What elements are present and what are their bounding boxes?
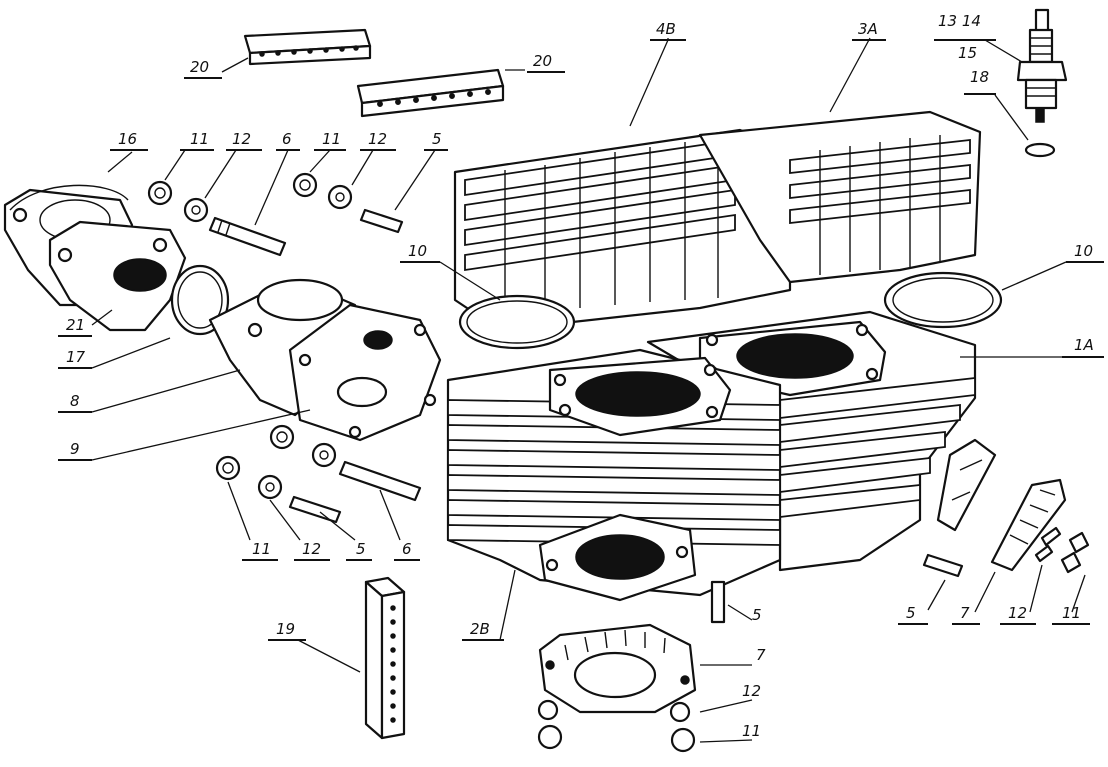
callout-12-b: 12 [368, 130, 387, 148]
leader-lines [91, 37, 1086, 743]
callout-11-e: 11 [1062, 604, 1081, 622]
terminal-block-20-right [356, 68, 505, 118]
callout-5-b: 5 [356, 540, 366, 558]
nut-11-a [147, 180, 173, 206]
nut-11-c [215, 455, 241, 481]
callout-3A: 3A [858, 20, 878, 38]
nut-11-extra [269, 424, 295, 450]
callout-8: 8 [70, 392, 80, 410]
washer-12-b [327, 184, 353, 210]
washer-12-a [183, 197, 209, 223]
callout-20-left: 20 [190, 58, 209, 76]
head-gasket-10-left-inner [466, 300, 568, 344]
callout-13-14: 13 14 [938, 12, 981, 30]
callout-19: 19 [276, 620, 295, 638]
callout-11-c: 11 [252, 540, 271, 558]
callout-15: 15 [958, 44, 977, 62]
callout-12-c: 12 [302, 540, 321, 558]
stud-5-b [288, 495, 342, 524]
spark-plug-washer [1024, 142, 1056, 158]
nut-11-b [292, 172, 318, 198]
callout-12-e: 12 [1008, 604, 1027, 622]
callout-12-d: 12 [742, 682, 761, 700]
callout-12-a: 12 [232, 130, 251, 148]
callout-9: 9 [70, 440, 80, 458]
head-gasket-10-left [458, 294, 576, 350]
callout-17: 17 [66, 348, 86, 366]
washer-12-c [257, 474, 283, 500]
callout-1A: 1A [1074, 336, 1094, 354]
washer-12-extra [311, 442, 337, 468]
callout-5-a: 5 [432, 130, 442, 148]
cylinder-head-3A [698, 110, 982, 284]
intake-gasket-16 [9, 184, 129, 211]
exhaust-flange-7-right [990, 478, 1067, 572]
callout-10-left: 10 [408, 242, 427, 260]
callout-4B: 4B [656, 20, 676, 38]
head-gasket-10-right-inner [892, 277, 994, 323]
callout-6-a: 6 [282, 130, 292, 148]
callout-10-right: 10 [1074, 242, 1093, 260]
callout-6-b: 6 [402, 540, 412, 558]
callout-11-a: 11 [190, 130, 209, 148]
callout-20-right: 20 [533, 52, 552, 70]
callout-18: 18 [970, 68, 989, 86]
stud-5-c [710, 580, 726, 624]
callout-11-d: 11 [742, 722, 761, 740]
stud-6-a [208, 216, 287, 257]
washer-12-e [1034, 526, 1062, 563]
terminal-block-20-left [243, 28, 372, 66]
callout-5-d: 5 [906, 604, 916, 622]
stud-5-d [922, 553, 964, 578]
spacer-block [936, 438, 997, 532]
spark-plug [1016, 8, 1068, 123]
callouts: 4B 3A 13 14 15 18 20 20 16 11 12 6 11 12… [58, 12, 1104, 740]
exhaust-flange-7-bottom [538, 623, 697, 714]
cylinder-head-4B [453, 128, 792, 332]
stud-6-b [338, 460, 422, 502]
intake-flange-17 [48, 220, 230, 336]
callout-21: 21 [66, 316, 85, 334]
callout-16: 16 [118, 130, 137, 148]
intake-gasket-9 [288, 303, 442, 442]
terminal-block-19 [364, 576, 406, 740]
nut-11-d [537, 724, 696, 753]
head-gasket-10-right [883, 271, 1003, 329]
callout-7-a: 7 [756, 646, 766, 664]
callout-2B: 2B [470, 620, 490, 638]
washer-12-d [537, 699, 691, 723]
cylinder-block-2B [446, 348, 782, 602]
stud-5-a [359, 208, 404, 234]
callout-5-c: 5 [752, 606, 762, 624]
nut-11-e [1060, 531, 1090, 574]
callout-11-b: 11 [322, 130, 341, 148]
callout-7-b: 7 [960, 604, 970, 622]
